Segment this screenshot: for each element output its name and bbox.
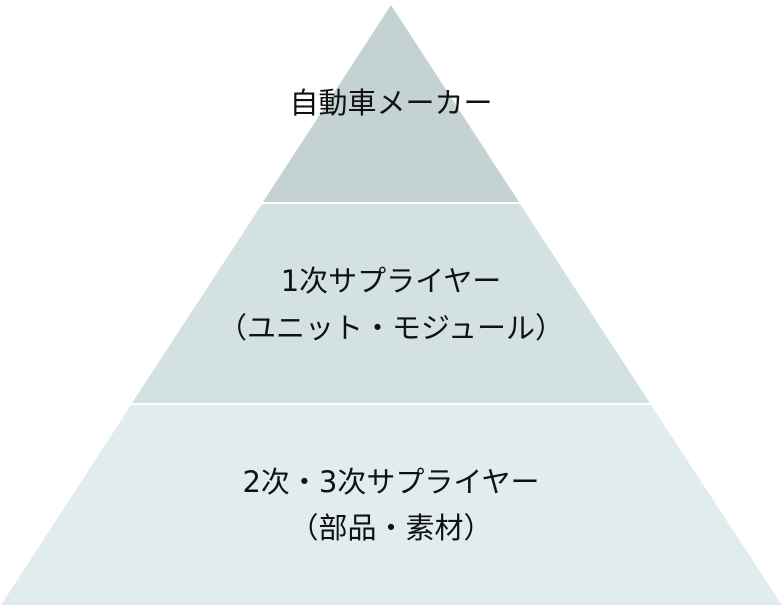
- tier-middle-label-line1: 1次サプライヤー: [281, 264, 502, 298]
- tier-bottom-label-line1: 2次・3次サプライヤー: [242, 465, 539, 499]
- tier-middle-label-line2: （ユニット・モジュール）: [218, 311, 564, 345]
- tier-bottom-label-line2: （部品・素材）: [289, 511, 492, 545]
- pyramid-tier-top: [263, 5, 519, 202]
- pyramid-tier-middle: [132, 204, 650, 403]
- tier-top-label: 自動車メーカー: [289, 86, 492, 120]
- pyramid-tier-bottom: [1, 405, 782, 605]
